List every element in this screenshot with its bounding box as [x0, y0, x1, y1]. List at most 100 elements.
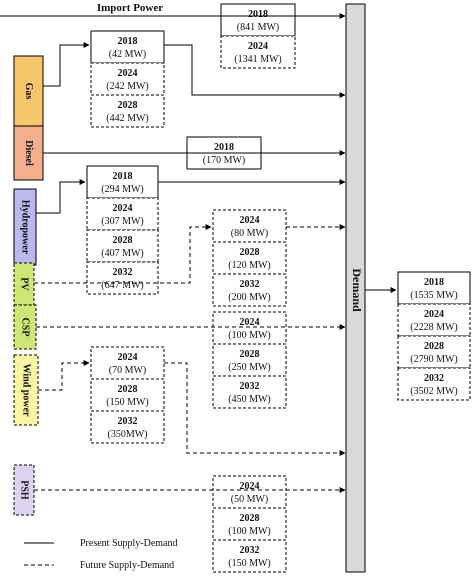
demand-bar: [345, 3, 366, 573]
source-diesel-label: Diesel: [23, 140, 34, 166]
capacity-year: 2032: [240, 279, 260, 290]
capacity-box: 2024 (100 MW): [212, 311, 287, 345]
capacity-value: (242 MW): [106, 81, 149, 92]
capacity-box: 2024 (50 MW): [212, 475, 287, 509]
capacity-box: 2032 (647 MW): [86, 261, 159, 295]
capacity-box: 2018 (42 MW): [90, 30, 165, 64]
capacity-year: 2028: [424, 341, 444, 352]
capacity-year: 2024: [113, 203, 133, 214]
capacity-box-frame: [212, 475, 287, 509]
capacity-box: 2032(350MW): [90, 410, 165, 444]
capacity-box: 2028(100 MW): [212, 507, 287, 541]
line-gas-to-demand: [164, 44, 346, 98]
capacity-box: 2024 (1341 MW): [220, 35, 296, 69]
capacity-value: (442 MW): [106, 113, 149, 124]
capacity-box-frame: [212, 241, 287, 275]
capacity-year: 2028: [118, 384, 138, 395]
line-wind-to-box: [38, 360, 90, 391]
capacity-box-frame: [212, 273, 287, 307]
capacity-year: 2028: [240, 513, 260, 524]
capacity-value: (80 MW): [231, 228, 269, 239]
capacity-year: 2018: [113, 171, 133, 182]
capacity-box-frame: [397, 367, 471, 401]
capacity-value: (3502 MW): [410, 386, 458, 397]
capacity-value: (120 MW): [228, 260, 271, 271]
source-gas-box: [13, 55, 44, 127]
capacity-year: 2032: [240, 545, 260, 556]
capacity-year: 2032: [424, 373, 444, 384]
capacity-box: 2032(450 MW): [212, 375, 287, 409]
capacity-value: (1535 MW): [410, 290, 458, 301]
source-csp: CSP: [13, 304, 37, 350]
capacity-year: 2032: [113, 267, 133, 278]
capacity-year: 2018: [248, 9, 268, 20]
capacity-box: 2028 (442 MW): [90, 94, 165, 128]
capacity-boxes-layer: 2018 (841 MW) 2024 (1341 MW) 2018 (42 MW) 2024…: [86, 3, 471, 573]
legend: Present Supply-Demand Future Supply-Dema…: [24, 538, 178, 571]
source-hydro-label: Hydropower: [20, 200, 31, 255]
capacity-value: (2790 MW): [410, 354, 458, 365]
capacity-group-import: 2018 (841 MW) 2024 (1341 MW): [220, 3, 296, 69]
capacity-year: 2024: [240, 215, 260, 226]
capacity-year: 2024: [118, 68, 138, 79]
source-gas-label: Gas: [23, 83, 34, 100]
capacity-year: 2024: [240, 481, 260, 492]
capacity-value: (841 MW): [237, 22, 280, 33]
capacity-year: 2024: [248, 41, 268, 52]
capacity-box: 2018 (841 MW): [220, 3, 296, 37]
capacity-year: 2028: [240, 349, 260, 360]
capacity-box: 2028 (407 MW): [86, 229, 159, 263]
capacity-box-frame: [212, 375, 287, 409]
capacity-box: 2024 (307 MW): [86, 197, 159, 231]
capacity-value: (170 MW): [203, 155, 246, 166]
legend-future-label: Future Supply-Demand: [80, 560, 174, 571]
capacity-value: (647 MW): [101, 280, 144, 291]
capacity-year: 2018: [118, 36, 138, 47]
capacity-value: (100 MW): [228, 330, 271, 341]
capacity-box-frame: [220, 35, 296, 69]
capacity-year: 2028: [240, 247, 260, 258]
capacity-value: (307 MW): [101, 216, 144, 227]
capacity-box: 2028 (2790 MW): [397, 335, 471, 369]
capacity-box: 2024 (242 MW): [90, 62, 165, 96]
capacity-box: 2032(150 MW): [212, 539, 287, 573]
capacity-box-frame: [212, 507, 287, 541]
capacity-box-frame: [86, 261, 159, 295]
capacity-box: 2028 (250 MW): [212, 343, 287, 377]
capacity-group-gas: 2018 (42 MW) 2024 (242 MW) 2028 (442 MW): [90, 30, 165, 128]
capacity-value: (450 MW): [228, 394, 271, 405]
source-wind-label: Wind power: [21, 364, 32, 417]
capacity-year: 2024: [240, 317, 260, 328]
capacity-year: 2024: [424, 309, 444, 320]
capacity-value: (42 MW): [109, 49, 147, 60]
source-wind: Wind power: [13, 354, 39, 426]
source-pv-label: PV: [19, 277, 30, 291]
capacity-value: (1341 MW): [234, 54, 282, 65]
capacity-value: (350MW): [108, 429, 148, 440]
capacity-box: 2018(294 MW): [86, 165, 159, 199]
demand-label: Demand: [350, 268, 364, 312]
import-power-label: Import Power: [97, 2, 163, 14]
capacity-year: 2028: [113, 235, 133, 246]
capacity-box-frame: [397, 335, 471, 369]
line-wind-to-demand: [164, 362, 346, 456]
capacity-box: 2024 (80 MW): [212, 209, 287, 243]
capacity-value: (2228 MW): [410, 322, 458, 333]
capacity-year: 2024: [118, 352, 138, 363]
source-csp-box: [13, 304, 37, 350]
capacity-year: 2018: [424, 277, 444, 288]
capacity-value: (407 MW): [101, 248, 144, 259]
capacity-value: (50 MW): [231, 494, 269, 505]
line-gas-to-box: [43, 42, 90, 87]
capacity-box-frame: [86, 229, 159, 263]
capacity-box-frame: [212, 343, 287, 377]
capacity-group-wind: 2024(70 MW)2028(150 MW)2032(350MW): [90, 346, 165, 444]
capacity-box: 2018 (1535 MW): [397, 271, 471, 305]
source-psh-label: PSH: [19, 480, 30, 500]
capacity-value: (250 MW): [228, 362, 271, 373]
capacity-year: 2028: [118, 100, 138, 111]
capacity-value: (70 MW): [109, 365, 147, 376]
